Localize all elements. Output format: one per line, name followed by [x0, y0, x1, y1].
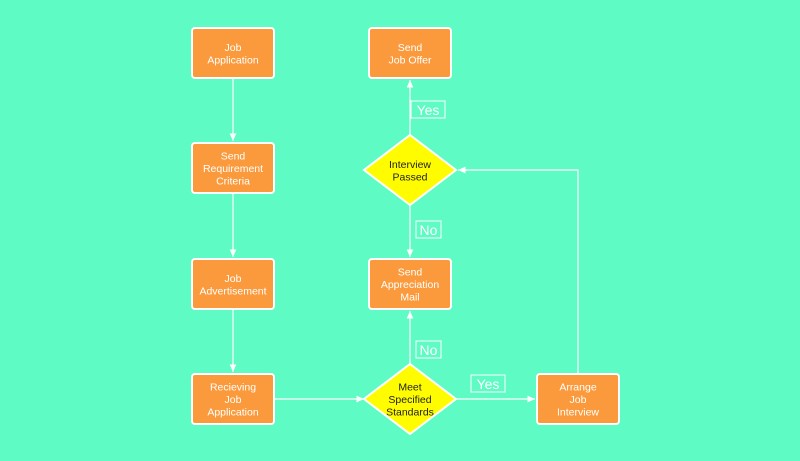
node-label-line: Interview	[389, 159, 431, 171]
node-label-line: Job	[225, 394, 242, 406]
process-box	[368, 258, 452, 310]
process-box	[536, 373, 620, 425]
edge-label-text: Yes	[477, 376, 500, 392]
node-label-line: Advertisement	[199, 285, 266, 297]
node-label-line: Arrange	[559, 382, 597, 394]
connectors	[229, 79, 579, 403]
node-label-line: Mail	[400, 292, 419, 304]
node-label-line: Application	[207, 54, 259, 66]
node-label-line: Job Offer	[389, 54, 432, 66]
edge-label-text: Yes	[417, 102, 440, 118]
node-label-line: Appreciation	[381, 279, 440, 291]
node-label-line: Job	[225, 273, 242, 285]
process-box	[191, 258, 275, 310]
process-box	[191, 142, 275, 194]
node-label-line: Criteria	[216, 176, 250, 188]
edge-label-yes-offer: Yes	[410, 100, 446, 119]
edge-label-no-bottom: No	[415, 340, 442, 359]
node-label-line: Standards	[386, 407, 434, 419]
node-label-line: Job	[570, 394, 587, 406]
edge-label-text: No	[420, 342, 438, 358]
edge-label-text: No	[420, 222, 438, 238]
node-label-line: Job	[225, 42, 242, 54]
node-label-line: Recieving	[210, 382, 256, 394]
node-label-line: Passed	[392, 171, 427, 183]
edge-arrange-to-interview	[458, 166, 579, 373]
decision-diamond	[362, 362, 458, 436]
process-box	[368, 27, 452, 79]
node-label-line: Meet	[398, 382, 421, 394]
node-label-line: Send	[398, 42, 423, 54]
node-label-line: Send	[221, 151, 246, 163]
process-box	[191, 373, 275, 425]
node-label-line: Specified	[388, 394, 431, 406]
edge-label-yes-interview: Yes	[470, 374, 506, 393]
node-label-line: Send	[398, 267, 423, 279]
process-box	[191, 27, 275, 79]
node-label-line: Application	[207, 407, 259, 419]
decision-diamond	[362, 133, 458, 207]
node-label-line: Interview	[557, 407, 599, 419]
nodes: JobApplicationSendRequirementCriteriaJob…	[191, 27, 620, 436]
edge-label-no-top: No	[415, 220, 442, 239]
node-label-line: Requirement	[203, 163, 263, 175]
